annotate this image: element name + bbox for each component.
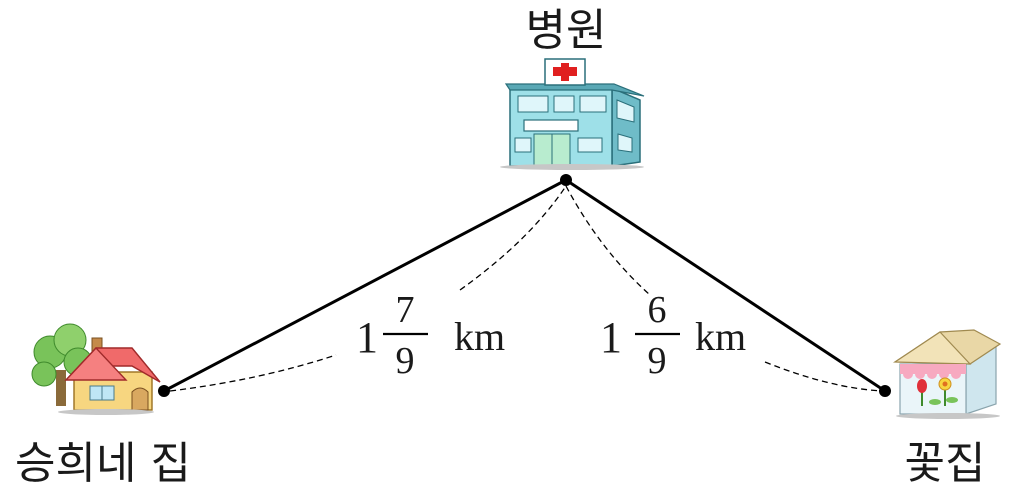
- distance-whole: 1: [600, 313, 622, 362]
- distance-brace-right-upper: [565, 185, 651, 296]
- home-label: 승희네 집: [15, 438, 191, 489]
- distance-unit: km: [695, 314, 746, 359]
- point-hospital: [560, 174, 572, 186]
- distance-brace-right-lower: [764, 361, 883, 392]
- point-flower-shop: [879, 385, 891, 397]
- distance-numerator: 6: [648, 289, 667, 331]
- hospital-building-icon: [500, 58, 645, 170]
- distance-brace-left-lower: [169, 354, 337, 392]
- distance-denominator: 9: [396, 340, 415, 382]
- distance-hospital-flower-shop: 1 6 9 km: [600, 289, 746, 382]
- distance-numerator: 7: [396, 289, 415, 331]
- route-line-home-hospital: [163, 178, 567, 393]
- distance-brace-left-upper: [459, 185, 567, 291]
- route-line-hospital-flower-shop: [565, 178, 886, 393]
- flower-shop-label: 꽃집: [905, 438, 986, 489]
- point-home: [158, 385, 170, 397]
- hospital-label: 병원: [526, 5, 607, 56]
- house-icon: [31, 323, 161, 415]
- distance-home-hospital: 1 7 9 km: [356, 289, 505, 382]
- distance-denominator: 9: [648, 340, 667, 382]
- flower-shop-icon: [893, 329, 1002, 419]
- distance-unit: km: [454, 314, 505, 359]
- distance-whole: 1: [356, 313, 378, 362]
